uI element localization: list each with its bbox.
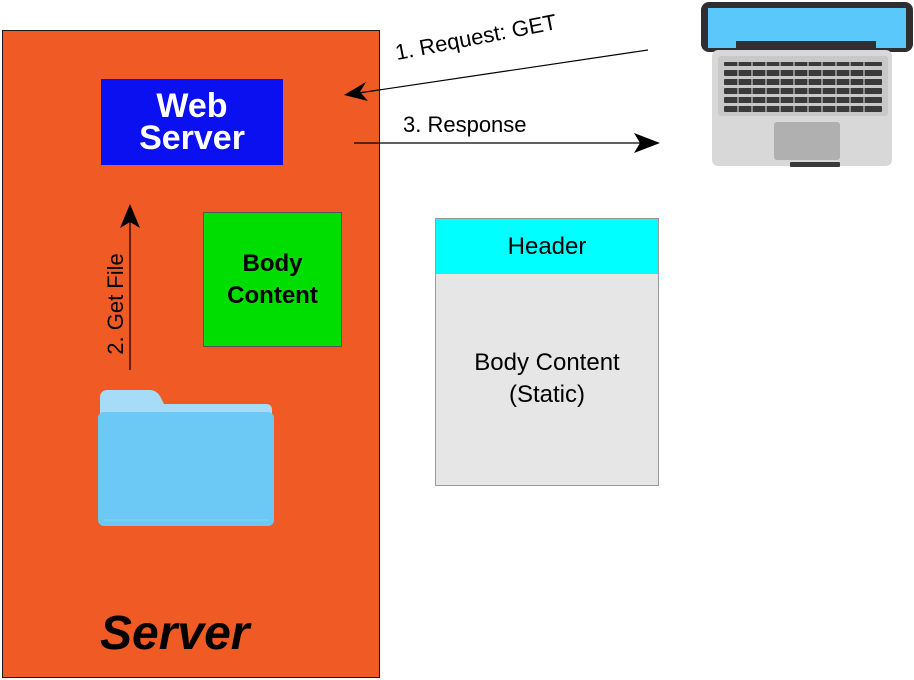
body-content-box: Body Content xyxy=(203,212,342,347)
server-label: Server xyxy=(100,607,250,660)
page-body-label: Body Content (Static) xyxy=(474,349,620,408)
page-header: Header xyxy=(436,219,658,274)
web-server-label: Web Server xyxy=(139,87,245,157)
web-server-box: Web Server xyxy=(101,79,283,165)
response-label: 3. Response xyxy=(403,112,527,137)
laptop-icon xyxy=(701,2,913,167)
response-arrow xyxy=(354,133,660,153)
static-page-card: Header Body Content (Static) xyxy=(435,218,659,486)
request-arrow xyxy=(344,49,649,101)
folder-icon xyxy=(98,390,274,526)
get-file-arrow xyxy=(120,204,140,370)
body-content-label: Body Content xyxy=(227,249,318,309)
